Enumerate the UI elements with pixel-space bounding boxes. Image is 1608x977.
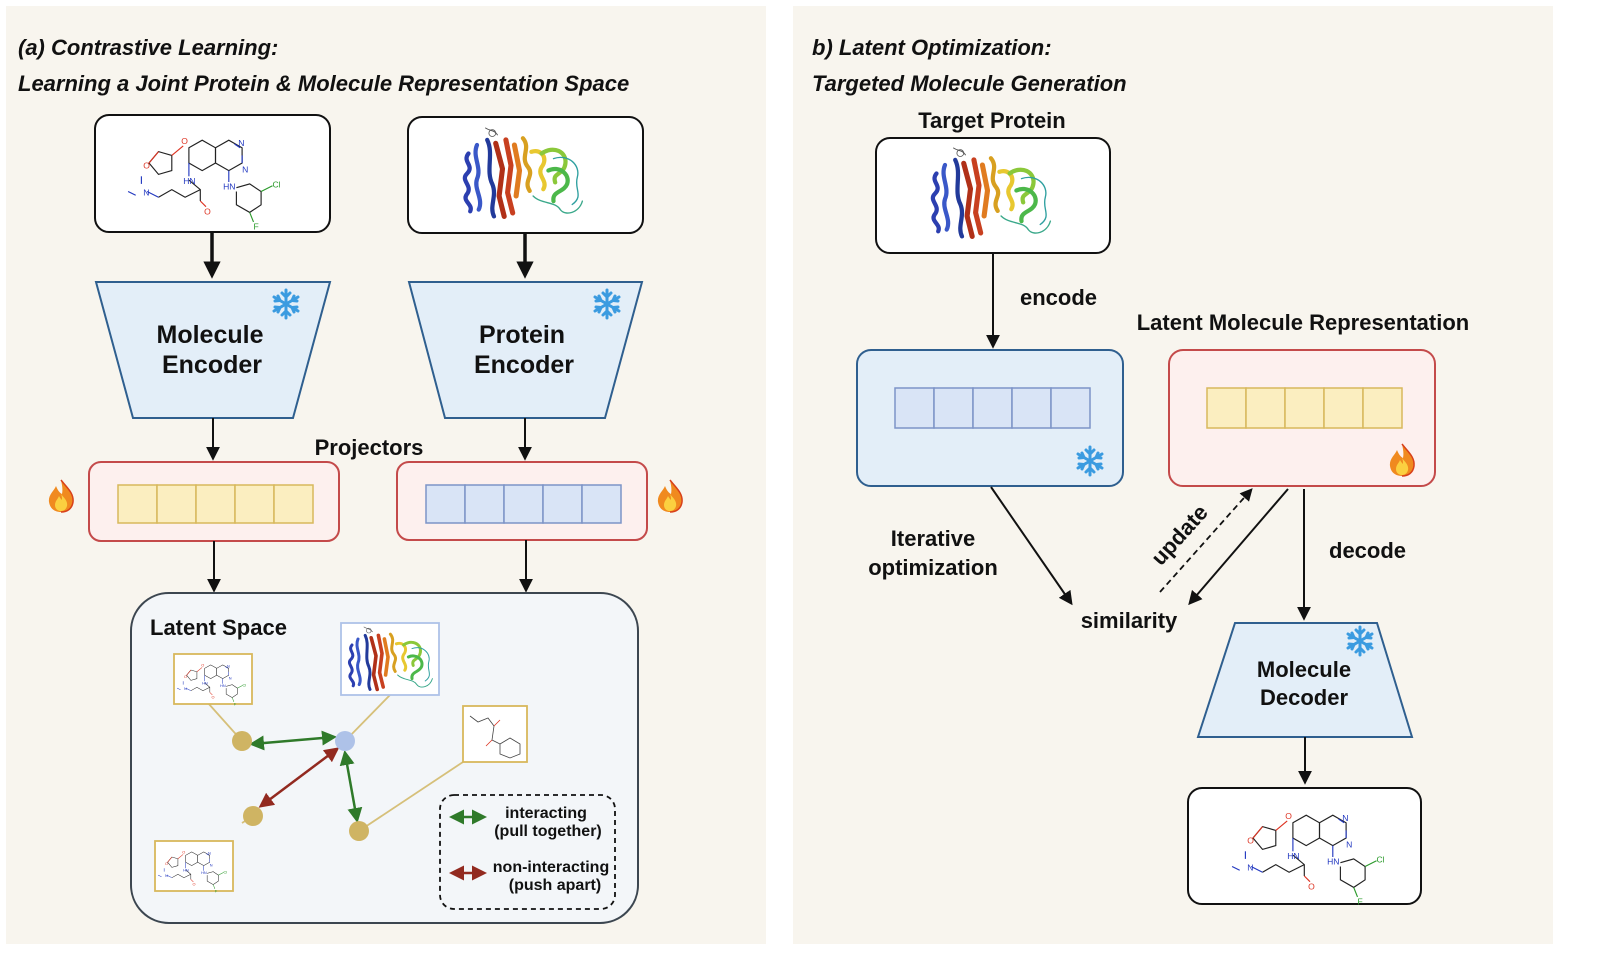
decode-label: decode bbox=[1329, 538, 1406, 563]
molecule-thumbnail bbox=[462, 705, 528, 763]
iterative-label-line2: optimization bbox=[868, 555, 998, 580]
update-arrow bbox=[1159, 488, 1253, 593]
protein-encoder: Protein Encoder bbox=[407, 281, 644, 419]
target-protein-box bbox=[875, 137, 1111, 254]
latent-to-similarity-arrow bbox=[1188, 488, 1289, 606]
latent-molecule-vector bbox=[1206, 387, 1403, 429]
protein-encoder-label-line2: Encoder bbox=[474, 351, 574, 379]
molecule-embedding-vector bbox=[117, 484, 314, 524]
molecule-decoder: Molecule Decoder bbox=[1196, 622, 1414, 738]
molecule-encoder-label-line2: Encoder bbox=[162, 351, 262, 379]
noninteracting-arrow bbox=[258, 747, 340, 808]
protein-encoder-label-line1: Protein bbox=[479, 321, 565, 349]
panel-a-title-line1: (a) Contrastive Learning: bbox=[18, 35, 278, 60]
latent-molecule-box bbox=[1168, 349, 1436, 487]
legend-interacting-line2: (pull together) bbox=[494, 823, 602, 840]
generated-molecule-box bbox=[1187, 787, 1422, 908]
protein-projector bbox=[396, 461, 683, 541]
decoder-label-line2: Decoder bbox=[1260, 685, 1348, 710]
molecule-node bbox=[232, 731, 252, 751]
legend-noninteracting-line1: non-interacting bbox=[493, 859, 609, 876]
legend-interacting-line1: interacting bbox=[505, 805, 587, 822]
protein-embedding-box bbox=[856, 349, 1124, 487]
panel-b-title-line1: b) Latent Optimization: bbox=[812, 35, 1052, 60]
molecule-input-box bbox=[94, 114, 331, 233]
molecule-encoder: Molecule Encoder bbox=[94, 281, 332, 419]
legend-noninteracting-line2: (push apart) bbox=[509, 877, 601, 894]
panel-b-title-line2: Targeted Molecule Generation bbox=[812, 71, 1127, 96]
iterative-label-line1: Iterative bbox=[891, 526, 975, 551]
protein-node bbox=[335, 731, 355, 751]
target-protein-label: Target Protein bbox=[918, 108, 1066, 133]
interacting-arrow bbox=[339, 750, 363, 823]
protein-embedding-vector bbox=[425, 484, 622, 524]
projectors-label: Projectors bbox=[315, 435, 424, 460]
latent-space-label: Latent Space bbox=[150, 615, 287, 640]
latent-space-legend: interacting (pull together) non-interact… bbox=[439, 794, 616, 910]
similarity-label: similarity bbox=[1081, 608, 1178, 633]
molecule-thumbnail bbox=[154, 840, 234, 894]
protein-to-similarity-arrow bbox=[990, 486, 1073, 606]
molecule-thumbnail bbox=[173, 653, 253, 707]
interacting-arrow bbox=[249, 730, 337, 751]
molecule-node bbox=[243, 806, 263, 826]
panel-a-title-line2: Learning a Joint Protein & Molecule Repr… bbox=[18, 71, 629, 96]
molecule-projector bbox=[48, 461, 340, 542]
protein-embedding-vector bbox=[894, 387, 1091, 429]
molecule-encoder-label-line1: Molecule bbox=[157, 321, 264, 349]
protein-input-box bbox=[407, 116, 644, 234]
protein-thumbnail bbox=[340, 622, 440, 696]
encode-label: encode bbox=[1020, 285, 1097, 310]
decoder-label-line1: Molecule bbox=[1257, 657, 1351, 682]
molecule-node bbox=[349, 821, 369, 841]
latent-molecule-label: Latent Molecule Representation bbox=[1137, 310, 1470, 335]
latent-space: Latent Space bbox=[130, 592, 639, 924]
